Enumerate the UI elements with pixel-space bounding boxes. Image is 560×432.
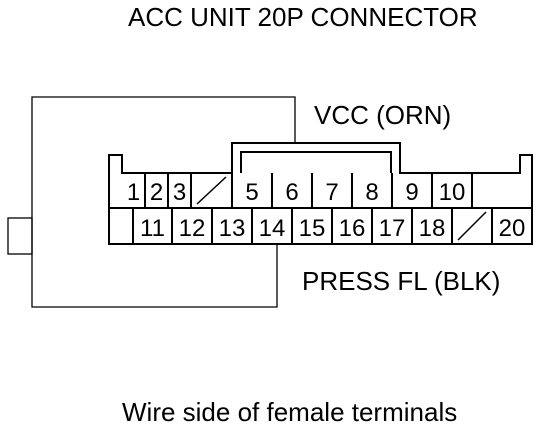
terminal-bottom-label: 13	[219, 215, 246, 242]
terminal-bottom-label: 16	[339, 215, 366, 242]
press-fl-wire-label: PRESS FL (BLK)	[302, 266, 501, 296]
lock-tab	[240, 151, 392, 173]
terminal-bottom-label: 12	[179, 215, 206, 242]
vcc-wire-label: VCC (ORN)	[314, 100, 452, 130]
terminal-row-bottom: 11 12 13 14 15 16 17 18 20	[132, 208, 526, 244]
terminal-bottom-label: 15	[299, 215, 326, 242]
terminal-bottom-label: 14	[259, 215, 286, 242]
unit-side-tab	[7, 217, 33, 255]
connector-housing	[108, 142, 533, 245]
acc-unit-outline	[31, 96, 296, 308]
terminal-top-label: 10	[439, 179, 466, 206]
terminal-top-label: 1	[127, 179, 140, 206]
terminal-bottom-label: 11	[140, 215, 165, 242]
terminal-bottom-label: 20	[499, 215, 526, 242]
connector-title: ACC UNIT 20P CONNECTOR	[128, 2, 478, 32]
terminal-top-label: 2	[150, 179, 163, 206]
terminal-top-label: 6	[285, 179, 298, 206]
terminal-top-label: 3	[173, 179, 186, 206]
terminal-top-label: 7	[325, 179, 338, 206]
terminal-top-label: 9	[405, 179, 418, 206]
terminal-bottom-label: 18	[419, 215, 446, 242]
terminal-bottom-label: 17	[379, 215, 406, 242]
terminal-top-label: 8	[365, 179, 378, 206]
blank-terminal-slash	[457, 211, 487, 241]
diagram-caption: Wire side of female terminals	[122, 397, 458, 427]
terminal-top-label: 5	[245, 179, 258, 206]
blank-terminal-slash	[196, 176, 227, 205]
